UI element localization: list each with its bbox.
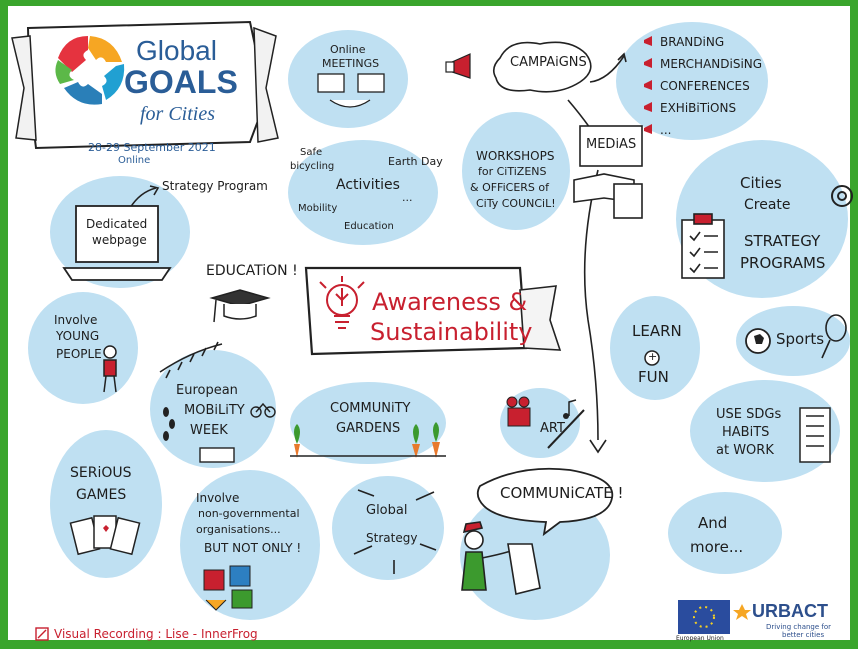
cloud-learn-fun bbox=[610, 296, 700, 400]
global-strategy-line2: Strategy bbox=[366, 531, 418, 545]
cloud-online-meetings bbox=[288, 30, 408, 128]
mobility-line1: European bbox=[176, 383, 238, 398]
logo-for-cities-text: for Cities bbox=[140, 103, 216, 125]
workshops-line4: CiTy COUNCiL! bbox=[476, 197, 556, 210]
mobility-line3: WEEK bbox=[190, 423, 228, 438]
use-sdgs-line3: at WORK bbox=[716, 443, 774, 458]
cities-create-line2: Create bbox=[744, 197, 791, 213]
cloud-campaign-items bbox=[616, 22, 768, 140]
ngo-line4: BUT NOT ONLY ! bbox=[204, 541, 302, 555]
online-meetings-line2: MEETINGS bbox=[322, 57, 380, 70]
dedicated-webpage-line2: webpage bbox=[92, 233, 147, 247]
urbact-tagline-1: Driving change for bbox=[766, 623, 832, 631]
urbact-tagline-2: better cities bbox=[782, 631, 825, 639]
cities-create-line3: STRATEGY bbox=[744, 232, 821, 250]
and-more-line1: And bbox=[698, 514, 728, 532]
cloud-involve-young bbox=[28, 292, 138, 404]
activities-dots: ... bbox=[402, 191, 413, 204]
ngo-line3: organisations... bbox=[196, 523, 281, 536]
campaign-item-exhibitions: EXHiBiTiONS bbox=[660, 101, 737, 115]
involve-young-line3: PEOPLE bbox=[56, 347, 102, 361]
event-online-label: Online bbox=[118, 155, 151, 166]
cloud-communicate bbox=[460, 490, 610, 620]
activities-safe: Safe bbox=[300, 147, 323, 158]
serious-games-line1: SERiOUS bbox=[70, 465, 132, 481]
gardens-line2: GARDENS bbox=[336, 421, 401, 436]
activities-bicycling: bicycling bbox=[290, 161, 335, 172]
dedicated-webpage-line1: Dedicated bbox=[86, 217, 148, 231]
center-title-line2: Sustainability bbox=[370, 318, 533, 346]
art-label: ART bbox=[540, 421, 565, 436]
serious-games-line2: GAMES bbox=[76, 487, 127, 503]
fun-label: FUN bbox=[638, 368, 669, 386]
center-title-line1: Awareness & bbox=[372, 288, 528, 316]
activities-center: Activities bbox=[336, 177, 400, 193]
communicate-label: COMMUNiCATE ! bbox=[500, 484, 624, 502]
cities-create-line4: PROGRAMS bbox=[740, 254, 826, 272]
cloud-and-more bbox=[668, 492, 782, 574]
mobility-line2: MOBiLiTY bbox=[184, 403, 245, 418]
involve-young-line1: Involve bbox=[54, 313, 98, 327]
education-label: EDUCATiON ! bbox=[206, 263, 298, 279]
gardens-line1: COMMUNiTY bbox=[330, 401, 411, 416]
campaigns-label: CAMPAiGNS bbox=[510, 55, 587, 70]
cloud-global-strategy bbox=[332, 476, 444, 580]
use-sdgs-line1: USE SDGs bbox=[716, 407, 782, 422]
workshops-line1: WORKSHOPS bbox=[476, 149, 555, 163]
cloud-activities bbox=[288, 140, 438, 245]
workshops-line3: & OFFiCERS of bbox=[470, 181, 549, 194]
involve-young-line2: YOUNG bbox=[56, 329, 100, 343]
cities-create-line1: Cities bbox=[740, 174, 782, 192]
global-strategy-line1: Global bbox=[366, 503, 408, 518]
plus-label: + bbox=[648, 350, 658, 363]
cloud-cities-create bbox=[676, 140, 848, 298]
activities-education: Education bbox=[344, 221, 394, 232]
cloud-workshops bbox=[462, 112, 570, 230]
campaign-item-merchandising: MERCHANDiSiNG bbox=[660, 57, 763, 71]
eu-label: European Union bbox=[676, 635, 724, 642]
medias-label: MEDiAS bbox=[586, 137, 637, 152]
activities-earth-day: Earth Day bbox=[388, 155, 443, 168]
workshops-line2: for CiTiZENS bbox=[478, 165, 547, 178]
cloud-serious-games bbox=[50, 430, 162, 578]
activities-mobility: Mobility bbox=[298, 203, 338, 214]
visual-recording-credit: Visual Recording : Lise - InnerFrog bbox=[54, 627, 258, 641]
event-dates: 28-29 September 2021 bbox=[88, 141, 216, 154]
ngo-line2: non-governmental bbox=[198, 507, 300, 520]
logo-global-text: Global bbox=[136, 35, 217, 66]
online-meetings-line1: Online bbox=[330, 43, 366, 56]
learn-label: LEARN bbox=[632, 322, 682, 340]
ngo-line1: Involve bbox=[196, 491, 240, 505]
logo-goals-text: GOALS bbox=[124, 64, 238, 100]
strategy-program-label: Strategy Program bbox=[162, 179, 268, 193]
campaign-item-conferences: CONFERENCES bbox=[660, 79, 750, 93]
use-sdgs-line2: HABiTS bbox=[722, 425, 770, 440]
urbact-label: URBACT bbox=[752, 601, 828, 621]
sports-label: Sports bbox=[776, 330, 825, 348]
and-more-line2: more... bbox=[690, 538, 744, 556]
campaign-item-more: ... bbox=[660, 123, 672, 137]
campaign-item-branding: BRANDiNG bbox=[660, 35, 725, 49]
cloud-community-gardens bbox=[290, 382, 446, 464]
